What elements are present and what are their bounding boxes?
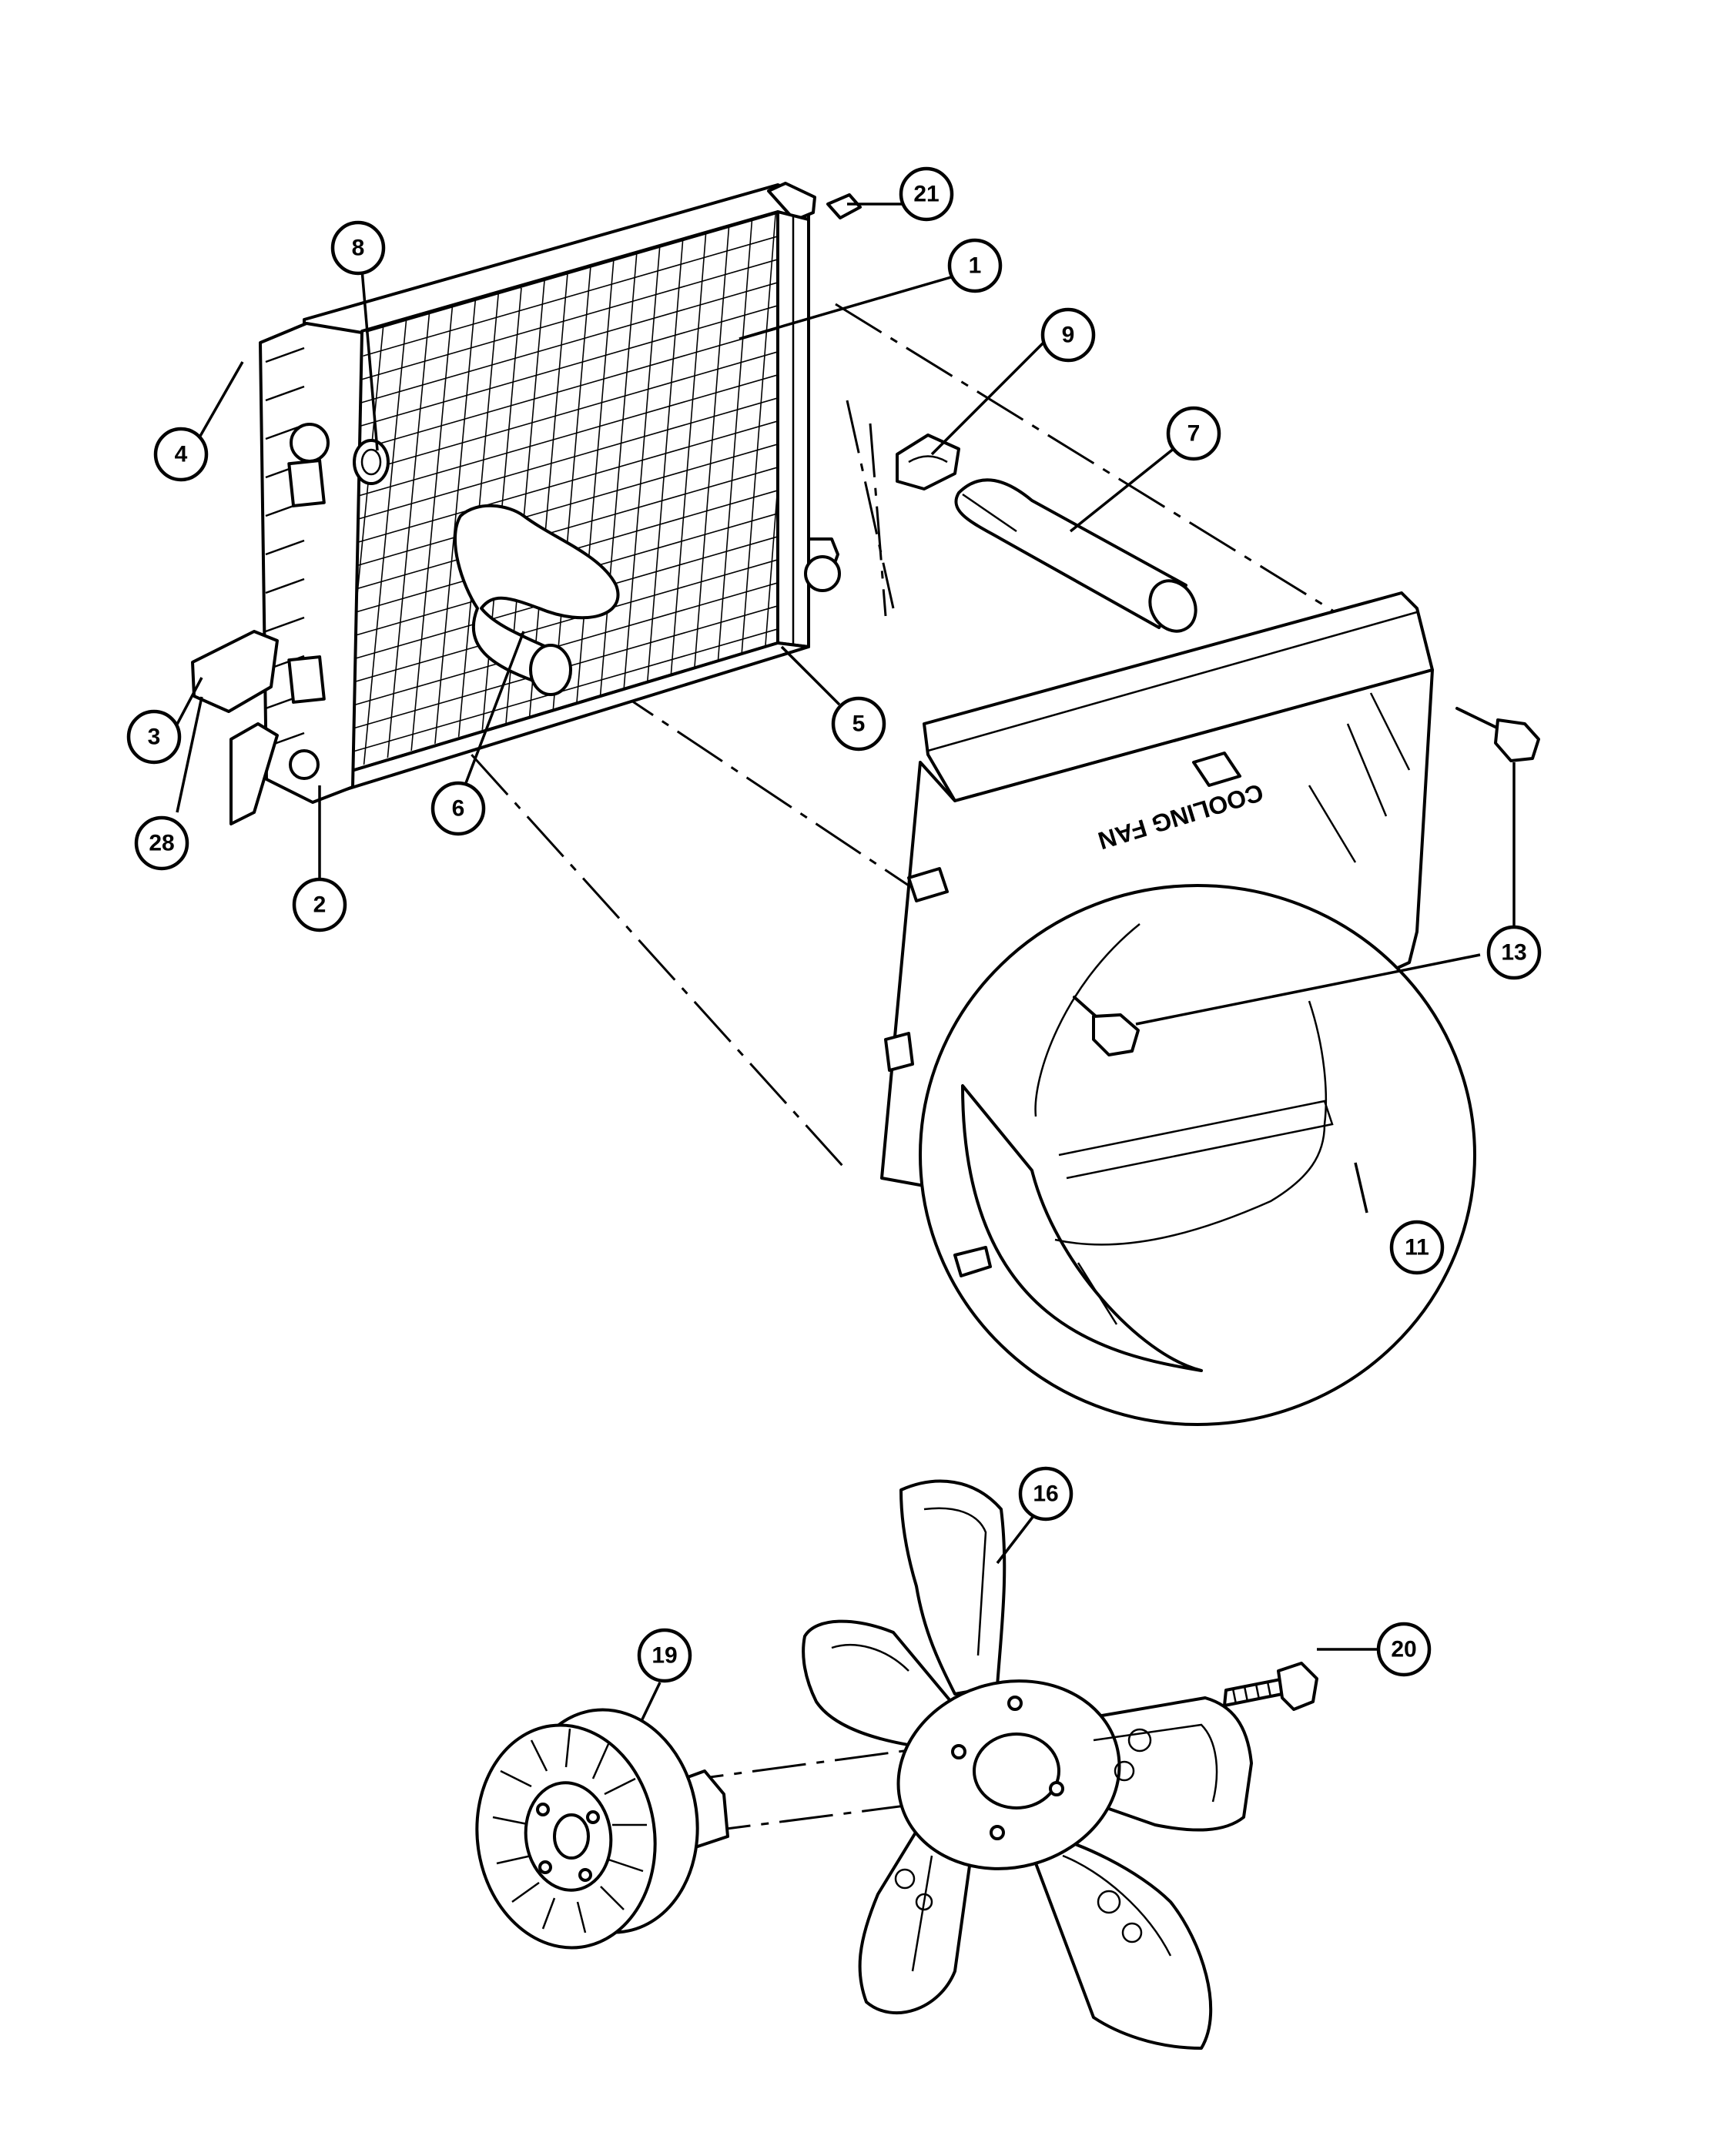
lower-radiator-hose — [454, 504, 620, 696]
callout-label: 19 — [651, 1643, 677, 1669]
callout-13: 13 — [1486, 925, 1542, 980]
hose-clamp-upper — [353, 439, 390, 485]
callout-9: 9 — [1040, 307, 1096, 363]
fan-shroud: COOLING FAN — [880, 591, 1476, 1426]
callout-3: 3 — [126, 709, 182, 765]
radiator — [191, 182, 862, 825]
callout-label: 5 — [852, 711, 866, 737]
callout-6: 6 — [430, 781, 486, 836]
callout-label: 11 — [1405, 1235, 1429, 1260]
callout-label: 28 — [149, 831, 174, 856]
callout-4: 4 — [153, 427, 209, 482]
callout-label: 2 — [313, 892, 327, 918]
callout-2: 2 — [292, 877, 347, 932]
callout-11: 11 — [1389, 1220, 1445, 1275]
fan-bolt — [1223, 1662, 1318, 1711]
shroud-bolt-lower — [1073, 996, 1140, 1056]
callout-label: 1 — [969, 253, 982, 279]
hose-clamp-right — [896, 434, 960, 490]
callout-label: 6 — [452, 796, 465, 822]
callout-label: 3 — [148, 725, 161, 750]
callout-5: 5 — [831, 696, 886, 752]
callout-28: 28 — [134, 815, 189, 871]
callout-label: 21 — [913, 182, 939, 207]
callout-19: 19 — [637, 1628, 692, 1683]
callout-label: 8 — [352, 236, 365, 261]
callout-8: 8 — [330, 220, 386, 276]
upper-radiator-hose — [954, 478, 1197, 633]
callout-label: 4 — [175, 442, 188, 467]
callout-label: 16 — [1033, 1481, 1058, 1507]
leader-lines — [172, 203, 1516, 1722]
callout-16: 16 — [1018, 1466, 1074, 1522]
callout-20: 20 — [1376, 1622, 1432, 1677]
callout-21: 21 — [899, 166, 954, 222]
callout-label: 20 — [1391, 1637, 1416, 1662]
fan-blade — [802, 1479, 1253, 2050]
fan-clutch — [475, 1708, 729, 1950]
callout-7: 7 — [1166, 406, 1221, 461]
callout-label: 13 — [1501, 940, 1526, 966]
callout-label: 9 — [1062, 323, 1075, 348]
callout-label: 7 — [1187, 421, 1201, 447]
shroud-bolt-upper — [1455, 707, 1540, 762]
callout-1: 1 — [947, 238, 1003, 293]
